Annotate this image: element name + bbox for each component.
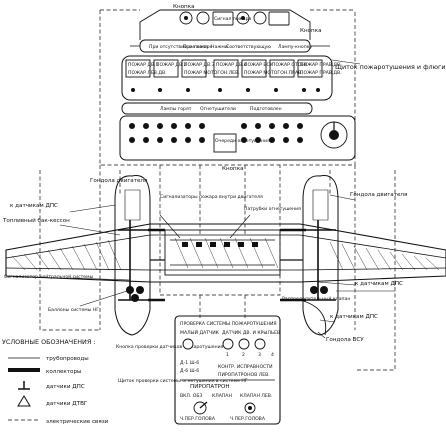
num-2: 3 (258, 352, 261, 358)
collectors (148, 228, 306, 302)
check-row1-0: МАЛЫЙ ДАТЧИК (180, 329, 220, 336)
queue-label: Очереди огнетушения (215, 138, 270, 144)
right-gondola-label: Гондола двигателя (350, 192, 407, 198)
nozzles-label: Патрубки огнетушения (244, 206, 301, 212)
legend-item-3: датчики ДТВГ (46, 401, 88, 407)
fuel-tank-label: Топливный бак-кессон (2, 217, 70, 224)
legend-collector-icon (8, 368, 40, 372)
ng-panel-label: Щиток проверки системы огнетушения в сис… (118, 378, 248, 384)
ext-strip-1: Огнетушители (200, 106, 236, 112)
engine-fire-0: ПОЖАР ЛЕВ.ДВ. (128, 70, 167, 76)
to-dps-bottom: к датчикам ДПС (330, 314, 378, 320)
legend-item-2: датчики ДПС (46, 384, 85, 390)
check-row1-1: ДАТЧИК ДВ. И КРЫЛЬЕВ (222, 330, 280, 336)
ext-strip-2: Подготовлен (250, 106, 282, 112)
legend-item-4: электрические связи (46, 419, 109, 425)
electrical-wiring (39, 9, 396, 371)
leader-lines (59, 194, 395, 339)
ng-signal-label: Сигнализатор нейтральной системы (4, 273, 94, 280)
eng-fire-1: ПОЖАР ДВ.2 (156, 62, 187, 68)
right-nacelle (302, 175, 339, 336)
ng-title: ПИРОПАТРОН (190, 384, 230, 390)
eng-fire-2: ПОЖАР ДВ.3 (184, 62, 215, 68)
legend: УСЛОВНЫЕ ОБОЗНАЧЕНИЯ : трубопроводы колл… (2, 338, 109, 425)
check-title: ПРОВЕРКА СИСТЕМЫ ПОЖАРОТУШЕНИЯ (180, 321, 277, 327)
panel-screws (131, 88, 320, 92)
left-nacelle (114, 175, 151, 336)
signal-fire-label: Сигнал пожара (214, 16, 252, 22)
legend-dps-icon (18, 381, 30, 390)
ng-row-0: ВКЛ. ОБЗ (180, 393, 203, 399)
bottom-0: Ч.ПЕР.ГОЛОВА (180, 416, 216, 422)
ng-cylinders-label: Баллоны системы НГ (48, 307, 99, 313)
center-blocks (182, 242, 258, 247)
engine-fire-3: ПОЖАР ПРАВ.ДВ. (300, 62, 342, 68)
button-label-left: Кнопка (173, 4, 195, 10)
signal-strip-2: Нажми (211, 44, 228, 50)
eng-fire-4: ПОЖАР ВСУ (244, 62, 273, 68)
switch-label-1: Д-6 Ш-6 (180, 368, 199, 374)
eng-fire-3: ПОЖАР ДВ.4 (216, 62, 247, 68)
engine-fire-1: ПОЖАР МОТОГОН.ЛЕВ. (184, 70, 240, 76)
extinguisher-lamps[interactable] (129, 123, 303, 143)
num-0: 1 (226, 352, 229, 358)
num-3: 4 (271, 352, 274, 358)
fuel-tank-hatch (11, 237, 440, 271)
fire-warning-label: Сигнализаторы пожара внутри двигателя (160, 194, 263, 200)
signal-strip-4: Лампу-кнопку (278, 44, 312, 50)
legend-item-1: коллекторы (46, 369, 81, 375)
engine-fire-2: ПОЖАР МОТОГОН.ПРАВ. (244, 70, 303, 76)
wing (5, 223, 446, 283)
engine-fire-buttons[interactable] (125, 59, 323, 78)
legend-title: УСЛОВНЫЕ ОБОЗНАЧЕНИЯ : (2, 338, 95, 346)
check-lamps[interactable] (182, 338, 266, 350)
signal-strip-1: При пожаре (183, 44, 212, 50)
eng-fire-5: ПОЖАР ОТСЕК (272, 62, 308, 68)
legend-dtvg-icon (17, 395, 31, 407)
shield-label: Щиток пожаротушения и флюгирования (335, 63, 446, 71)
right-text-1: ПИРОПАТРОНОВ ЛЕВ. (218, 372, 270, 378)
distributor-valve-label: Распределительный клапан (282, 295, 350, 302)
legend-item-0: трубопроводы (46, 356, 89, 362)
num-1: 2 (242, 352, 245, 358)
ng-row-1: КЛАПАН (212, 393, 232, 399)
bottom-button-label: Кнопка (222, 166, 244, 172)
toggle-switch-icon[interactable] (193, 401, 256, 415)
button-label-right: Кнопка (300, 28, 322, 34)
check-button-label: Кнопка проверки датчиков пожаротушения (116, 344, 224, 350)
signal-strip-3: Соответствующую (226, 44, 271, 50)
to-dps-right: к датчикам ДПС (355, 281, 403, 287)
ng-row-2: КЛАПАН ЛЕВ. (240, 393, 272, 399)
engine-fire-4: ПОЖАР ПРАВ.ДВ. (300, 70, 342, 76)
bottom-1: Ч.ПЕР.ГОЛОВА (230, 416, 266, 422)
fire-panel: Кнопка Кнопка Сигнал пожара При отсутств… (119, 4, 446, 172)
right-text-0: КОНТР. ИСПРАВНОСТИ (218, 364, 273, 370)
switch-label-0: Д-1 Ш-6 (180, 360, 199, 366)
check-panel: ПРОВЕРКА СИСТЕМЫ ПОЖАРОТУШЕНИЯ МАЛЫЙ ДАТ… (174, 315, 281, 425)
rotary-selector-icon[interactable] (320, 121, 348, 149)
eng-fire-0: ПОЖАР ДВ.1 (128, 62, 159, 68)
apu-gondola-label: Гондола ВСУ (326, 337, 364, 343)
top-lamps[interactable] (179, 11, 290, 26)
ext-strip-0: Лампы горят (160, 106, 192, 112)
left-gondola-label: Гондола двигателя (90, 178, 147, 184)
to-dps-left: к датчикам ДПС (10, 203, 58, 209)
apu-gondola (299, 299, 327, 336)
signal-strip-0: При отсутствии сигнала (149, 44, 208, 50)
